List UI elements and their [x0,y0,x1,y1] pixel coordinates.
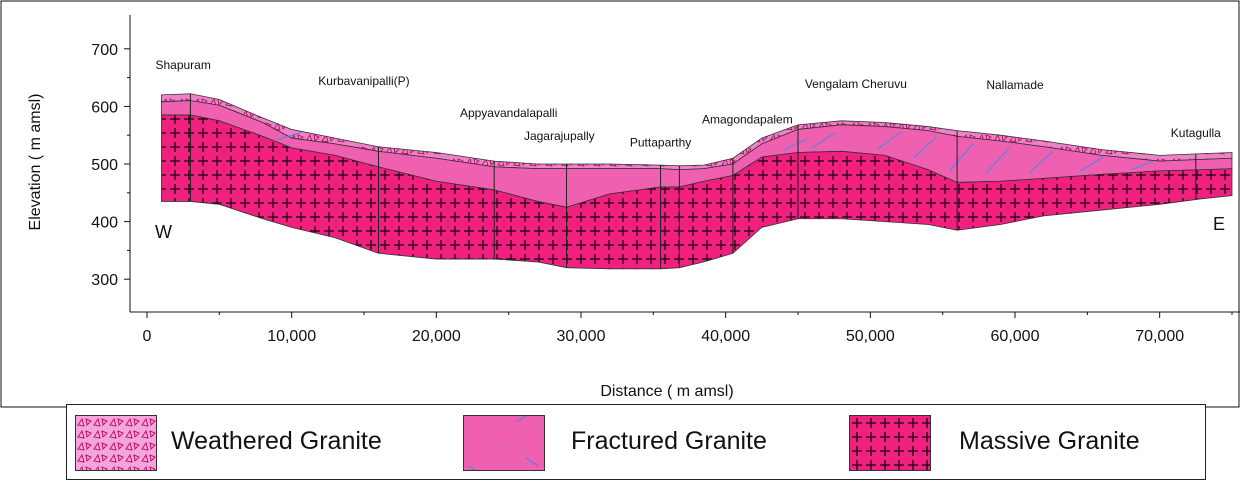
x-tick-label: 60,000 [991,328,1040,345]
legend: Weathered Granite Fractured Granite Mass… [66,404,1206,480]
location-label: Jagarajupally [524,129,595,143]
fracture-line [1029,151,1053,173]
y-tick-label: 500 [91,157,118,174]
x-tick-label: 10,000 [267,328,316,345]
x-tick-label: 40,000 [701,328,750,345]
legend-swatch-fractured [463,415,545,471]
y-axis-title: Elevation ( m amsl) [27,94,44,231]
y-tick-label: 300 [91,272,118,289]
location-label: Kutagulla [1171,126,1221,140]
y-tick-label: 700 [91,42,118,59]
x-axis-title: Distance ( m amsl) [600,383,733,400]
fracture-line [1079,156,1104,172]
fracture-line [985,147,1010,174]
fracture-line [277,132,301,141]
fracture-line [913,135,938,159]
x-tick-label: 0 [143,328,152,345]
x-tick-label: 20,000 [412,328,461,345]
x-tick-label: 70,000 [1135,328,1184,345]
fracture-line [1130,160,1155,171]
fracture-line [783,138,807,151]
legend-label-fractured: Fractured Granite [571,427,767,455]
fracture-line [877,131,902,150]
legend-swatch-massive [849,415,931,471]
legend-label-weathered: Weathered Granite [171,427,382,455]
axes: 300 400 500 600 700 0 10,000 20,000 30,000 40,000… [27,15,1240,400]
fracture-line [949,143,974,171]
x-tick-label: 50,000 [846,328,895,345]
y-tick-label: 600 [91,99,118,116]
end-label-west: W [155,222,172,242]
location-label: Amagondapalem [702,113,793,127]
location-label: Shapuram [155,58,210,72]
fracture-line [812,132,836,148]
location-label: Vengalam Cheruvu [805,77,907,91]
cross-section-chart: 300 400 500 600 700 0 10,000 20,000 30,000 40,000… [0,0,1240,408]
plot-area [161,93,1233,270]
location-label: Nallamade [986,78,1044,92]
y-tick-label: 400 [91,215,118,232]
layer-massive [161,114,1233,270]
end-label-east: E [1213,214,1225,234]
location-label: Appyavandalapalli [460,106,557,120]
location-label: Puttaparthy [630,136,691,150]
x-tick-label: 30,000 [557,328,606,345]
legend-swatch-weathered [75,415,157,471]
legend-label-massive: Massive Granite [959,427,1140,455]
location-label: Kurbavanipalli(P) [318,74,409,88]
